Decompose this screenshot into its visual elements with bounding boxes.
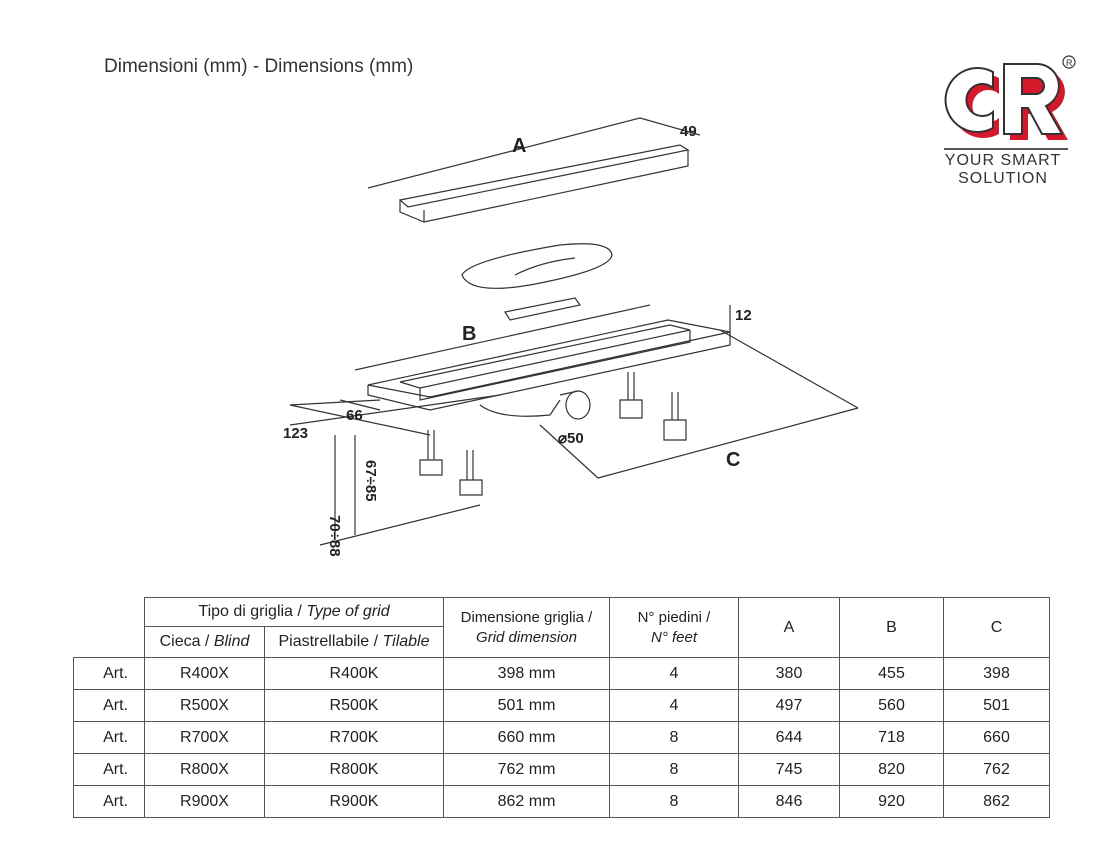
cell-grid: 501 mm — [443, 689, 610, 722]
cell-blind: R500X — [144, 689, 265, 722]
header-feet: N° piedini /N° feet — [609, 597, 739, 658]
cell-b: 455 — [839, 657, 944, 690]
cell-grid: 660 mm — [443, 721, 610, 754]
cell-c: 660 — [943, 721, 1050, 754]
cell-tilable: R800K — [264, 753, 444, 786]
cell-grid: 398 mm — [443, 657, 610, 690]
cell-b: 920 — [839, 785, 944, 818]
cell-art: Art. — [73, 753, 145, 786]
label-c: C — [726, 449, 740, 471]
cell-blind: R900X — [144, 785, 265, 818]
header-blind: Cieca / Blind — [144, 626, 265, 658]
cr-logo-mark: R — [944, 55, 1076, 140]
siphon-cap — [461, 243, 613, 321]
header-grid-dimension: Dimensione griglia /Grid dimension — [443, 597, 610, 658]
cell-b: 560 — [839, 689, 944, 722]
cell-a: 497 — [738, 689, 840, 722]
label-a: A — [512, 135, 526, 157]
cell-b: 718 — [839, 721, 944, 754]
cell-tilable: R700K — [264, 721, 444, 754]
adjustable-feet — [419, 372, 687, 496]
logo-divider — [944, 148, 1068, 150]
cell-feet: 8 — [609, 753, 739, 786]
drain-channel — [367, 319, 731, 420]
header-tilable: Piastrellabile / Tilable — [264, 626, 444, 658]
cell-tilable: R900K — [264, 785, 444, 818]
cell-a: 644 — [738, 721, 840, 754]
cell-c: 762 — [943, 753, 1050, 786]
cell-a: 846 — [738, 785, 840, 818]
cell-a: 380 — [738, 657, 840, 690]
svg-text:R: R — [1066, 58, 1073, 68]
cell-c: 501 — [943, 689, 1050, 722]
technical-drawing: A 49 B 12 66 123 ⌀50 C 70÷88 67÷85 — [283, 117, 859, 557]
label-123: 123 — [283, 425, 308, 442]
cell-grid: 862 mm — [443, 785, 610, 818]
cell-blind: R400X — [144, 657, 265, 690]
label-67-85: 67÷85 — [362, 460, 379, 502]
cell-feet: 8 — [609, 721, 739, 754]
header-c: C — [943, 597, 1050, 658]
cell-b: 820 — [839, 753, 944, 786]
dimensions-table: Tipo di griglia / Type of grid Dimension… — [73, 597, 1050, 818]
label-70-88: 70÷88 — [326, 515, 343, 557]
label-diameter-50: ⌀50 — [558, 430, 584, 447]
label-49: 49 — [680, 123, 697, 140]
label-66: 66 — [346, 407, 363, 424]
cell-blind: R700X — [144, 721, 265, 754]
label-b: B — [462, 323, 476, 345]
label-12: 12 — [735, 307, 752, 324]
logo-tagline-2: SOLUTION — [958, 170, 1048, 187]
cell-feet: 4 — [609, 689, 739, 722]
cell-feet: 8 — [609, 785, 739, 818]
logo-tagline-1: YOUR SMART — [944, 152, 1062, 169]
header-a: A — [738, 597, 840, 658]
cell-tilable: R400K — [264, 657, 444, 690]
cell-c: 398 — [943, 657, 1050, 690]
cr-logo: R YOUR SMART SOLUTION — [938, 50, 1078, 195]
header-type-of-grid: Tipo di griglia / Type of grid — [144, 597, 444, 627]
header-b: B — [839, 597, 944, 658]
cell-tilable: R500K — [264, 689, 444, 722]
cell-grid: 762 mm — [443, 753, 610, 786]
page-title: Dimensioni (mm) - Dimensions (mm) — [104, 56, 414, 77]
cell-c: 862 — [943, 785, 1050, 818]
cell-art: Art. — [73, 785, 145, 818]
cell-a: 745 — [738, 753, 840, 786]
grid-cover — [398, 144, 690, 223]
cell-art: Art. — [73, 721, 145, 754]
cell-art: Art. — [73, 657, 145, 690]
cell-art: Art. — [73, 689, 145, 722]
cell-feet: 4 — [609, 657, 739, 690]
cell-blind: R800X — [144, 753, 265, 786]
